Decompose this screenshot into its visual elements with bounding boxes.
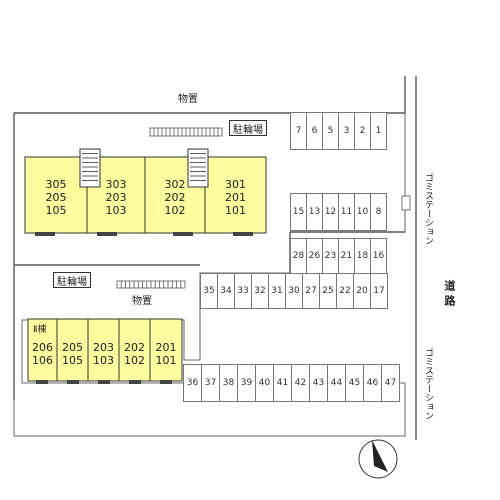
- building-1-unit-column: 305 205 105: [25, 178, 87, 217]
- parking-space: 6: [306, 112, 323, 150]
- garbage-station-label-bottom: ゴミステーション: [423, 348, 433, 420]
- parking-space: 32: [251, 273, 269, 309]
- parking-space: 34: [217, 273, 235, 309]
- unit-number: 205: [45, 191, 67, 204]
- entrance-door: [233, 232, 253, 236]
- parking-space: 1: [370, 112, 387, 150]
- parking-space: 5: [322, 112, 339, 150]
- bike-rack-top-ticks: [153, 128, 219, 136]
- stairwell-right: [187, 148, 209, 188]
- parking-space: 25: [319, 273, 337, 309]
- unit-number: 201: [155, 341, 177, 354]
- parking-space: 38: [219, 364, 238, 402]
- unit-number: 102: [124, 354, 145, 367]
- storage-label-top: 物置: [178, 94, 198, 105]
- parking-space: 2: [354, 112, 371, 150]
- parking-space: 23: [322, 238, 339, 274]
- unit-number: 203: [105, 191, 127, 204]
- garbage-station-marker: [401, 195, 411, 211]
- building-2-unit-column: 202 102: [119, 341, 150, 367]
- storage-label-left: 物置: [132, 296, 152, 307]
- entrance-door: [129, 380, 141, 384]
- parking-space: 18: [354, 238, 371, 274]
- parking-space: 45: [345, 364, 364, 402]
- unit-number: 202: [124, 341, 145, 354]
- parking-space: 10: [354, 193, 371, 231]
- parking-space: 21: [338, 238, 355, 274]
- parking-space: 35: [200, 273, 218, 309]
- entrance-door: [98, 380, 110, 384]
- parking-space: 43: [309, 364, 328, 402]
- building-1-unit-column: 301 201 101: [205, 178, 266, 217]
- building-2-unit-column: 203 103: [88, 341, 119, 367]
- stairwell-left: [79, 148, 101, 188]
- building-2-unit-column: 205 105: [57, 341, 88, 367]
- building-1-unit-column: 303 203 103: [87, 178, 145, 217]
- parking-space: 11: [338, 193, 355, 231]
- parking-space: 22: [336, 273, 354, 309]
- entrance-door: [36, 380, 48, 384]
- unit-number: 201: [225, 191, 246, 204]
- parking-space: 16: [370, 238, 387, 274]
- parking-space: 7: [290, 112, 307, 150]
- north-arrow-icon: [372, 440, 388, 472]
- entrance-door: [173, 232, 193, 236]
- parking-space: 39: [237, 364, 256, 402]
- garbage-station-label-top: ゴミステーション: [423, 173, 433, 245]
- parking-space: 8: [370, 193, 387, 231]
- parking-space: 46: [363, 364, 382, 402]
- parking-space: 36: [183, 364, 202, 402]
- parking-space: 33: [234, 273, 252, 309]
- unit-number: 101: [225, 204, 246, 217]
- unit-number: 305: [45, 178, 67, 191]
- unit-number: 302: [164, 178, 186, 191]
- unit-number: 202: [164, 191, 186, 204]
- bike-rack-left-ticks: [120, 281, 182, 288]
- compass-ring: [358, 439, 398, 479]
- unit-number: 103: [105, 204, 127, 217]
- unit-number: 105: [62, 354, 83, 367]
- stair-steps: [82, 153, 206, 181]
- building-2-unit-column: 201 101: [150, 341, 182, 367]
- entrance-door: [35, 232, 55, 236]
- parking-space: 27: [302, 273, 320, 309]
- parking-space: 42: [291, 364, 310, 402]
- parking-space: 26: [306, 238, 323, 274]
- unit-number: 205: [62, 341, 83, 354]
- parking-space: 47: [381, 364, 400, 402]
- entrance-door: [160, 380, 172, 384]
- unit-number: 101: [155, 354, 177, 367]
- unit-number: 301: [225, 178, 246, 191]
- entrance-door: [67, 380, 79, 384]
- parking-space: 41: [273, 364, 292, 402]
- building-2: [27, 318, 183, 382]
- parking-space: 15: [290, 193, 307, 231]
- parking-space: 20: [353, 273, 371, 309]
- unit-number: 105: [45, 204, 67, 217]
- bike-parking-label-left: 駐輪場: [53, 272, 91, 288]
- unit-number: 303: [105, 178, 127, 191]
- bike-parking-label-top: 駐輪場: [229, 120, 267, 136]
- unit-number: 103: [93, 354, 114, 367]
- unit-number: 203: [93, 341, 114, 354]
- parking-space: 30: [285, 273, 303, 309]
- unit-number: 102: [164, 204, 186, 217]
- parking-space: 40: [255, 364, 274, 402]
- building-2-tag: Ⅱ棟: [33, 325, 47, 335]
- parking-space: 37: [201, 364, 220, 402]
- unit-number: 206: [32, 341, 53, 354]
- road-label: 道路: [443, 280, 456, 310]
- parking-space: 44: [327, 364, 346, 402]
- parking-space: 3: [338, 112, 355, 150]
- parking-space: 13: [306, 193, 323, 231]
- parking-space: 17: [370, 273, 388, 309]
- building-2-unit-column: 206 106: [28, 341, 57, 367]
- parking-space: 28: [290, 238, 307, 274]
- parking-space: 12: [322, 193, 339, 231]
- building-1-unit-column: 302 202 102: [145, 178, 205, 217]
- unit-number: 106: [32, 354, 53, 367]
- entrance-door: [97, 232, 117, 236]
- parking-space: 31: [268, 273, 286, 309]
